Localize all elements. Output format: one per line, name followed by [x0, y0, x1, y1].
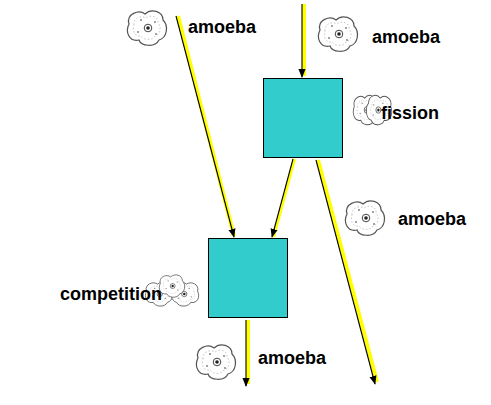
box-label: fission	[381, 103, 439, 123]
flow-label: amoeba	[188, 17, 256, 37]
flow-connector	[272, 159, 295, 237]
amoeba-icon	[318, 17, 357, 51]
box-label: competition	[60, 284, 162, 304]
amoeba-icon	[345, 201, 384, 235]
process-box: competition	[208, 238, 288, 318]
amoeba-icon	[196, 345, 235, 379]
amoeba-icon	[127, 11, 166, 45]
flow-arrow	[246, 320, 248, 386]
flow-label: amoeba	[398, 209, 466, 229]
process-box: fission	[263, 78, 343, 158]
flow-label: amoeba	[258, 348, 326, 368]
flow-arrow	[176, 16, 234, 237]
flow-arrow	[302, 4, 304, 77]
flow-label: amoeba	[372, 27, 440, 47]
